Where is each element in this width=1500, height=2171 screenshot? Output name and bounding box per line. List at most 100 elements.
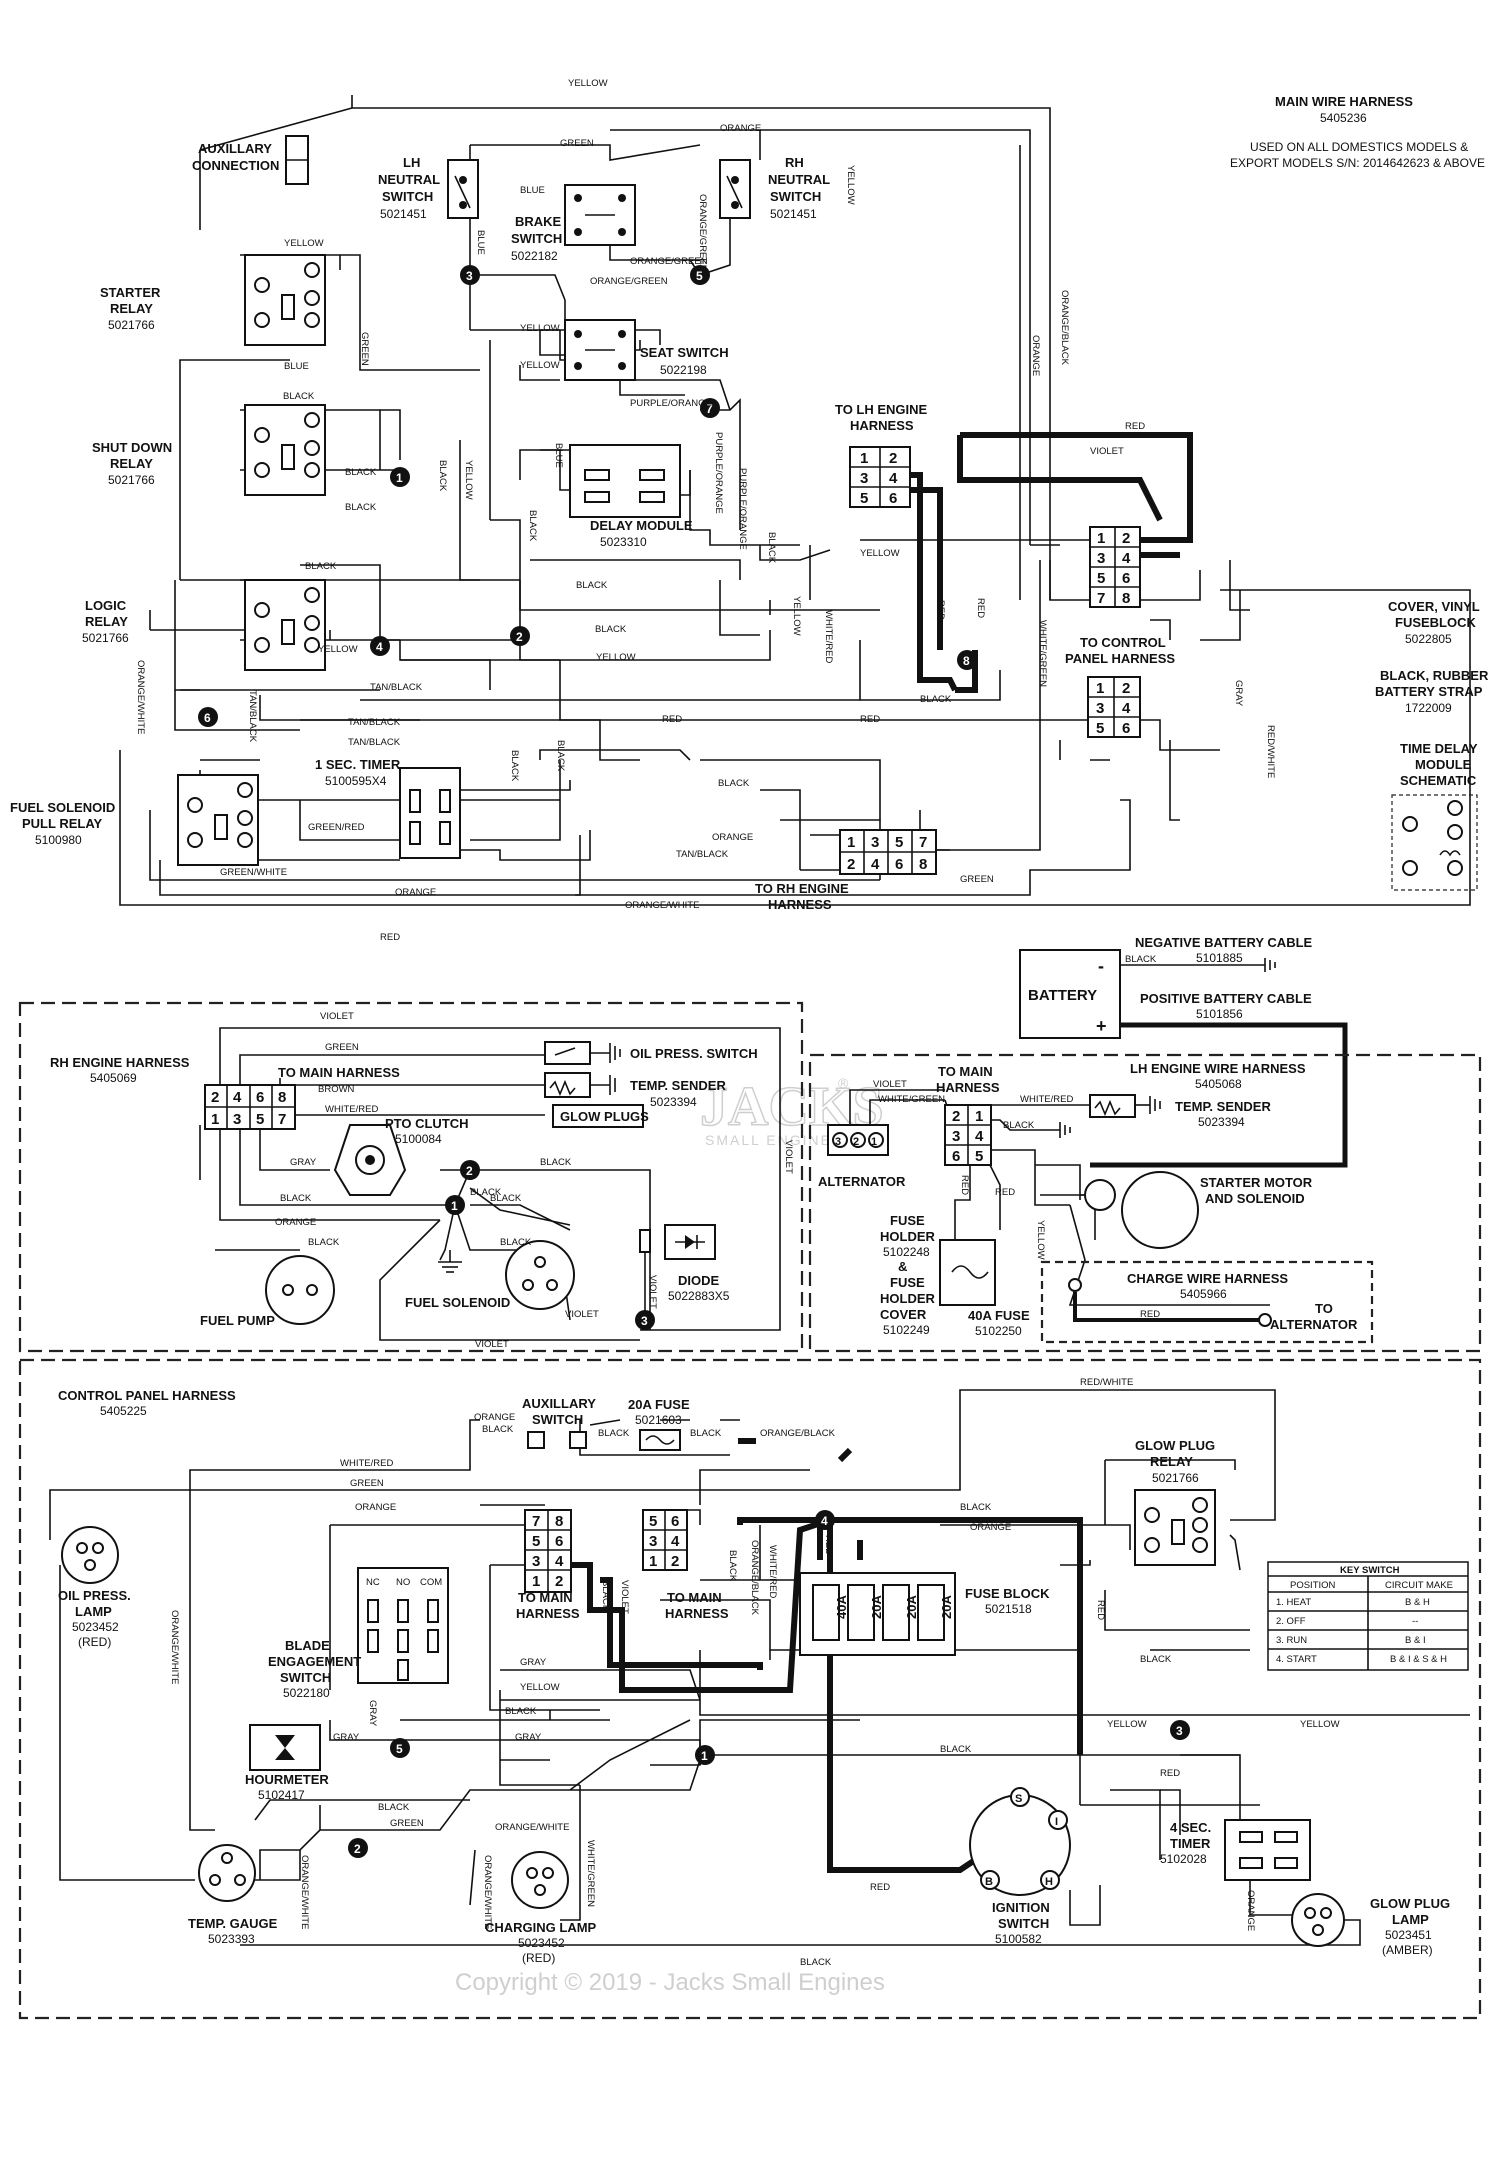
one-sec-timer[interactable] bbox=[399, 767, 461, 859]
temp-sender-rh[interactable]: TEMP. SENDER 5023394 bbox=[544, 1072, 726, 1109]
svg-text:LH ENGINE WIRE HARNESS: LH ENGINE WIRE HARNESS bbox=[1130, 1061, 1306, 1076]
svg-text:ORANGE/WHITE: ORANGE/WHITE bbox=[625, 900, 699, 911]
svg-text:5023394: 5023394 bbox=[1198, 1115, 1245, 1129]
cp-node-5: 5 bbox=[390, 1738, 410, 1758]
svg-text:8: 8 bbox=[278, 1089, 286, 1106]
aux-switch-terminals[interactable] bbox=[527, 1431, 756, 1449]
title-part: 5405236 bbox=[1320, 111, 1367, 125]
svg-text:4: 4 bbox=[1122, 700, 1131, 717]
fuel-solenoid-pull-relay[interactable] bbox=[177, 774, 259, 866]
delay-module[interactable] bbox=[569, 444, 681, 518]
svg-text:3: 3 bbox=[860, 470, 868, 487]
svg-text:5: 5 bbox=[975, 1148, 983, 1165]
rh-node-1: 1 bbox=[445, 1195, 465, 1215]
svg-text:CONTROL PANEL HARNESS: CONTROL PANEL HARNESS bbox=[58, 1388, 236, 1403]
blade-engagement-switch[interactable]: NC NO COM bbox=[357, 1567, 449, 1684]
ignition-switch[interactable]: S I B H bbox=[969, 1787, 1071, 1896]
svg-text:BLACK: BLACK bbox=[727, 1550, 738, 1582]
svg-text:SWITCH: SWITCH bbox=[770, 189, 821, 204]
svg-text:TIMER: TIMER bbox=[1170, 1836, 1211, 1851]
starter-motor[interactable] bbox=[1084, 1171, 1199, 1249]
svg-text:BLACK: BLACK bbox=[305, 561, 337, 572]
svg-text:COVER, VINYL: COVER, VINYL bbox=[1388, 599, 1480, 614]
fuse-holder[interactable] bbox=[939, 1239, 996, 1306]
glow-plugs[interactable]: GLOW PLUGS bbox=[552, 1104, 649, 1128]
svg-text:BLACK: BLACK bbox=[437, 460, 448, 492]
svg-text:6: 6 bbox=[889, 490, 897, 507]
oil-press-switch[interactable]: OIL PRESS. SWITCH bbox=[544, 1041, 758, 1065]
svg-text:BATTERY STRAP: BATTERY STRAP bbox=[1375, 684, 1483, 699]
svg-text:4: 4 bbox=[671, 1533, 680, 1550]
four-sec-timer[interactable] bbox=[1224, 1819, 1311, 1881]
time-delay-schematic bbox=[1391, 794, 1478, 891]
fuse-block[interactable]: 40A 20A 20A 20A bbox=[799, 1572, 956, 1656]
svg-text:RED: RED bbox=[995, 1187, 1015, 1198]
svg-text:8: 8 bbox=[963, 654, 970, 668]
junction-node-4: 4 bbox=[370, 636, 390, 656]
aux-connection[interactable] bbox=[285, 135, 309, 185]
svg-text:ORANGE: ORANGE bbox=[275, 1217, 316, 1228]
charge-wire-harness[interactable]: CHARGE WIRE HARNESS 5405966 TO ALTERNATO… bbox=[1068, 1271, 1358, 1332]
svg-text:BLACK: BLACK bbox=[960, 1502, 992, 1513]
temp-gauge[interactable] bbox=[198, 1844, 256, 1902]
charging-lamp[interactable] bbox=[511, 1851, 569, 1909]
svg-text:OIL PRESS.: OIL PRESS. bbox=[58, 1588, 131, 1603]
svg-text:5102417: 5102417 bbox=[258, 1788, 305, 1802]
rh-neutral-switch[interactable] bbox=[719, 159, 751, 219]
svg-text:20A FUSE: 20A FUSE bbox=[628, 1397, 690, 1412]
svg-text:VIOLET: VIOLET bbox=[619, 1580, 630, 1614]
watermark-brand-sub: SMALL ENGINES bbox=[705, 1132, 843, 1148]
battery[interactable]: BATTERY - + bbox=[1019, 949, 1121, 1039]
svg-text:YELLOW: YELLOW bbox=[520, 360, 560, 371]
svg-text:VIOLET: VIOLET bbox=[783, 1140, 794, 1174]
svg-text:TO LH ENGINE: TO LH ENGINE bbox=[835, 402, 928, 417]
fuel-solenoid[interactable]: FUEL SOLENOID bbox=[405, 1240, 575, 1310]
main-wire-color-labels: YELLOW GREEN ORANGE BLUE YELLOW BLUE BLA… bbox=[135, 78, 1276, 943]
svg-text:8: 8 bbox=[919, 856, 927, 873]
svg-text:BLACK: BLACK bbox=[940, 1744, 972, 1755]
svg-text:BLACK: BLACK bbox=[1003, 1120, 1035, 1131]
svg-text:FUSE: FUSE bbox=[890, 1213, 925, 1228]
shutdown-relay[interactable] bbox=[244, 404, 326, 496]
svg-text:2: 2 bbox=[354, 1842, 361, 1856]
svg-text:BLUE: BLUE bbox=[284, 361, 309, 372]
lh-neutral-switch[interactable] bbox=[447, 159, 479, 219]
fuel-pump[interactable]: FUEL PUMP bbox=[200, 1255, 335, 1328]
pto-clutch[interactable]: PTO CLUTCH 5100084 bbox=[333, 1116, 469, 1196]
fuse-20a[interactable] bbox=[639, 1429, 681, 1451]
svg-text:&: & bbox=[898, 1259, 907, 1274]
seat-switch[interactable] bbox=[564, 319, 636, 381]
svg-text:AND SOLENOID: AND SOLENOID bbox=[1205, 1191, 1305, 1206]
svg-text:5100582: 5100582 bbox=[995, 1932, 1042, 1946]
hourmeter[interactable] bbox=[249, 1724, 321, 1771]
junction-node-2: 2 bbox=[510, 626, 530, 646]
glow-plug-relay[interactable] bbox=[1134, 1489, 1216, 1566]
svg-text:NEUTRAL: NEUTRAL bbox=[768, 172, 830, 187]
svg-text:2: 2 bbox=[466, 1164, 473, 1178]
logic-relay[interactable] bbox=[244, 579, 326, 671]
svg-text:GREEN: GREEN bbox=[350, 1478, 384, 1489]
svg-text:BLACK: BLACK bbox=[920, 694, 952, 705]
svg-text:PURPLE/ORANGE: PURPLE/ORANGE bbox=[630, 398, 712, 409]
diode[interactable]: DIODE 5022883X5 bbox=[639, 1224, 730, 1303]
svg-text:ORANGE: ORANGE bbox=[355, 1502, 396, 1513]
temp-sender-lh[interactable] bbox=[1089, 1094, 1161, 1118]
svg-text:FUSE BLOCK: FUSE BLOCK bbox=[965, 1586, 1050, 1601]
glow-plug-lamp[interactable] bbox=[1291, 1893, 1345, 1947]
brake-switch[interactable] bbox=[564, 184, 636, 246]
oil-press-lamp[interactable] bbox=[61, 1526, 119, 1584]
svg-text:COM: COM bbox=[420, 1577, 442, 1588]
svg-text:FUEL SOLENOID: FUEL SOLENOID bbox=[405, 1295, 510, 1310]
svg-text:TEMP. SENDER: TEMP. SENDER bbox=[630, 1078, 726, 1093]
starter-relay[interactable] bbox=[244, 254, 326, 346]
junction-node-5: 5 bbox=[690, 265, 710, 285]
